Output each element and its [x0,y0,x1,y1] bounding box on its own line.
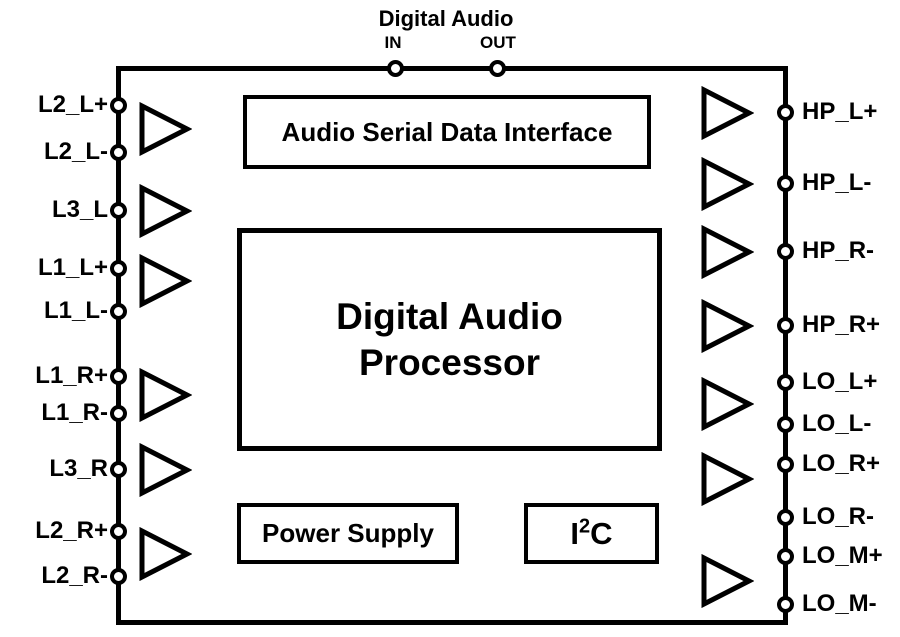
pin-lo-l-plus [777,374,794,391]
amplifier-icon [701,86,754,140]
pin-l1-r-minus [110,405,127,422]
digital-audio-title: Digital Audio [378,6,514,31]
pin-label: HP_L+ [802,98,878,125]
digital-audio-processor-label-line1: Digital Audio [336,295,563,337]
pin-label: LO_R- [802,503,874,530]
pin-lo-l-minus [777,416,794,433]
digital-audio-in-label: IN [384,33,402,52]
amplifier-icon [139,443,192,497]
pin-label: HP_R- [802,237,875,264]
digital-audio-processor-label-line2: Processor [359,341,540,383]
pin-lo-m-minus [777,596,794,613]
pin-label: L1_L+ [37,254,108,281]
pin-label: L2_R- [41,562,108,589]
pin-label: HP_L- [802,169,872,196]
pin-lo-r-minus [777,509,794,526]
pin-l1-l-plus [110,260,127,277]
pin-l1-r-plus [110,368,127,385]
pin-label: L3_R [49,455,108,482]
pin-label: HP_R+ [802,311,881,338]
pin-label: LO_L+ [802,368,878,395]
digital-audio-processor-block: Digital Audio Processor [237,228,662,451]
audio-serial-data-interface-block: Audio Serial Data Interface [243,95,651,169]
pin-label: LO_L- [802,410,872,437]
pin-label: L1_R+ [35,362,108,389]
power-supply-block: Power Supply [237,503,459,564]
i2c-label: I2C [570,515,613,551]
pin-label: L2_L+ [37,91,108,118]
pin-lo-r-plus [777,456,794,473]
amplifier-icon [139,102,192,156]
pin-lo-m-plus [777,548,794,565]
amplifier-icon [701,452,754,506]
amplifier-icon [139,527,192,581]
i2c-block: I2C [524,503,659,564]
pin-label: LO_M- [802,590,877,617]
pin-label: L2_R+ [35,517,108,544]
pin-label: L3_L [51,196,108,223]
pin-digital-audio-in [387,60,404,77]
pin-l2-l-minus [110,144,127,161]
digital-audio-out-label: OUT [480,33,516,52]
pin-l1-l-minus [110,303,127,320]
amplifier-icon [701,554,754,608]
pin-label: L2_L- [43,138,108,165]
pin-label: LO_R+ [802,450,881,477]
amplifier-icon [701,225,754,279]
pin-digital-audio-out [489,60,506,77]
amplifier-icon [139,368,192,422]
pin-l2-r-plus [110,523,127,540]
amplifier-icon [701,377,754,431]
pin-label: L1_R- [41,399,108,426]
pin-l2-r-minus [110,568,127,585]
pin-l3-r [110,461,127,478]
pin-label: L1_L- [43,297,108,324]
pin-hp-r-minus [777,243,794,260]
amplifier-icon [701,299,754,353]
audio-serial-data-interface-label: Audio Serial Data Interface [281,116,613,147]
power-supply-label: Power Supply [262,518,434,548]
pin-label: LO_M+ [802,542,883,569]
amplifier-icon [139,254,192,308]
pin-hp-l-minus [777,175,794,192]
pin-hp-l-plus [777,104,794,121]
pin-l3-l [110,202,127,219]
amplifier-icon [701,157,754,211]
pin-l2-l-plus [110,97,127,114]
amplifier-icon [139,184,192,238]
pin-hp-r-plus [777,317,794,334]
